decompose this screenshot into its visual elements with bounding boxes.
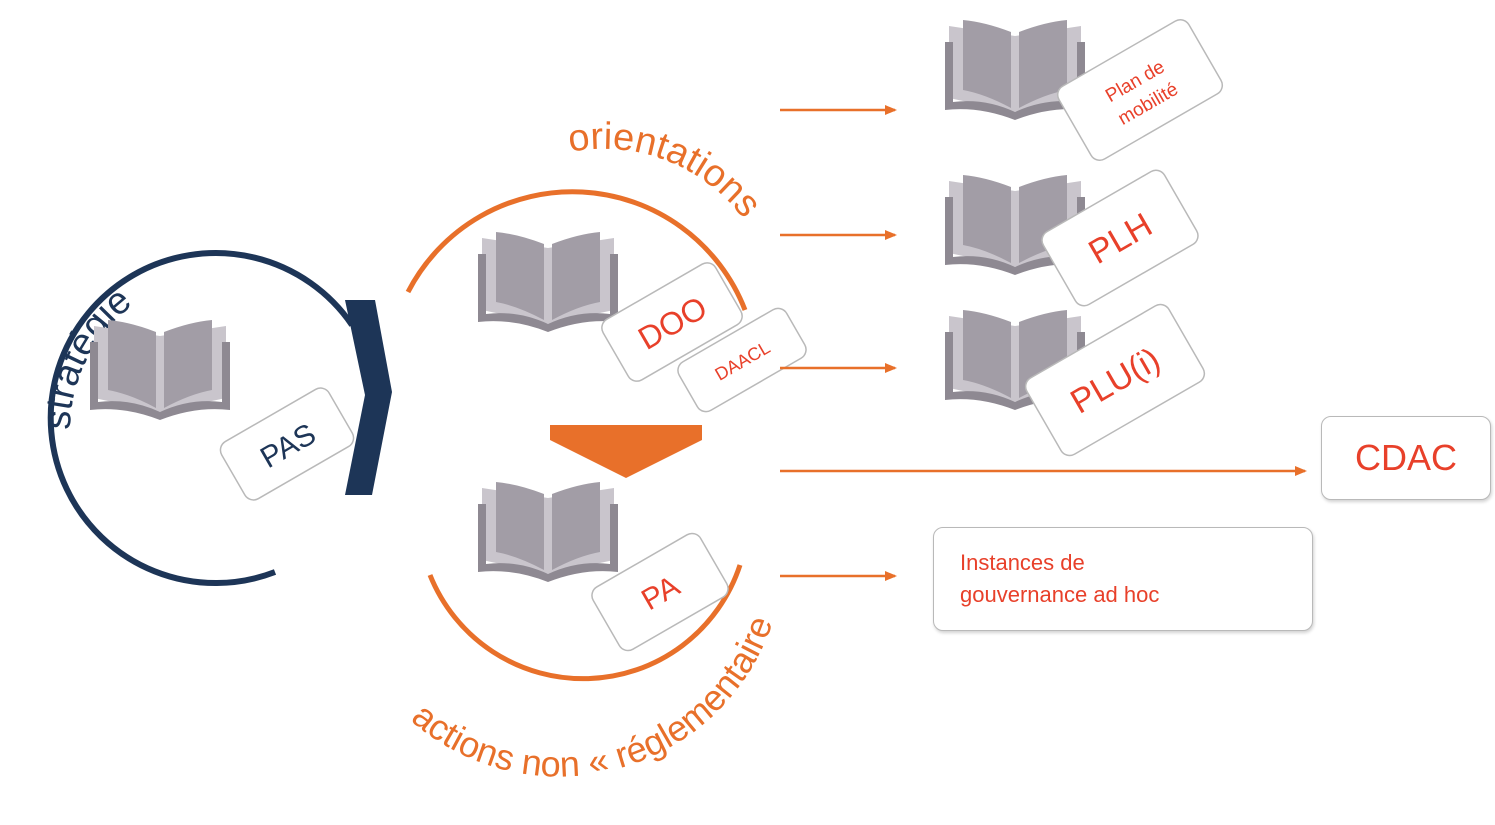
instances-box: Instances de gouvernance ad hoc: [933, 527, 1313, 631]
pas-card: PAS: [219, 387, 355, 501]
strategy-arc: [47, 250, 355, 586]
cdac-label: CDAC: [1354, 437, 1457, 478]
orange-chevron: [550, 425, 702, 478]
book-icon-pas: [90, 320, 230, 420]
orientations-arc: [405, 189, 748, 311]
book-icon-doo: [478, 232, 618, 332]
instances-line1: Instances de: [960, 550, 1085, 575]
book-icon-pa: [478, 482, 618, 582]
plui-card: PLU(i): [1024, 303, 1206, 457]
plan-mobilite-card: Plan de mobilité: [1056, 19, 1224, 161]
pa-card: PA: [591, 532, 729, 652]
strategy-chevron: [345, 300, 392, 495]
plh-card: PLH: [1041, 169, 1199, 307]
instances-line2: gouvernance ad hoc: [960, 582, 1160, 607]
cdac-box: CDAC: [1321, 416, 1491, 500]
daacl-card: DAACL: [677, 307, 807, 413]
doo-card: DOO: [601, 262, 743, 382]
actions-arc: [427, 564, 743, 682]
orientations-label: orientations: [566, 116, 770, 225]
